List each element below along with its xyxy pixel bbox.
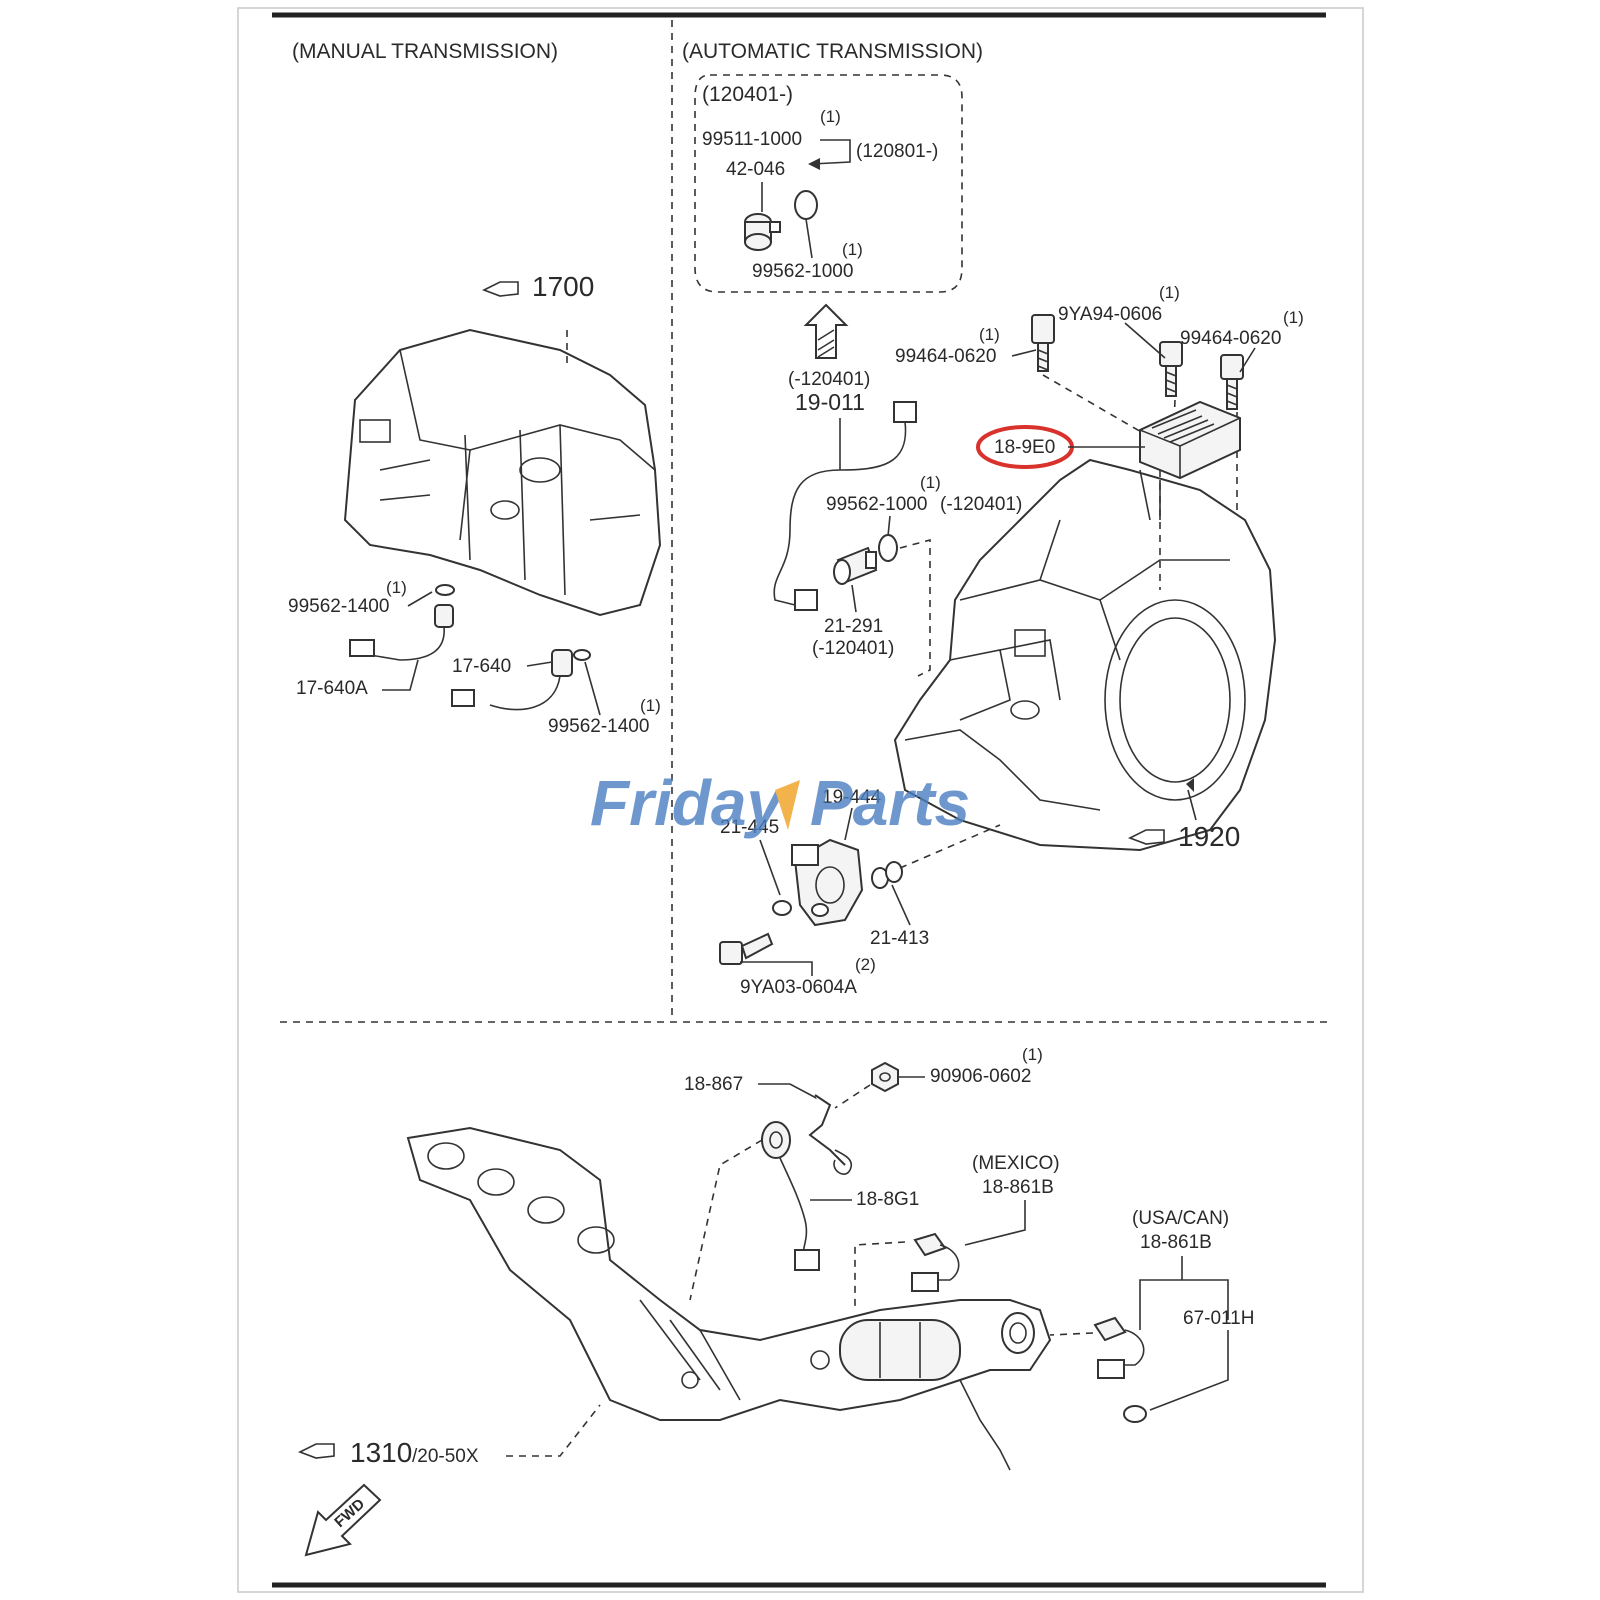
- label-99511-1000: 99511-1000: [702, 129, 802, 150]
- ref-1310: 1310 /20-50X: [298, 1437, 479, 1468]
- bolt-99464-0620-right: [1220, 354, 1244, 410]
- label-m120401-a: (-120401): [788, 369, 870, 390]
- pointing-hand-icon: [482, 281, 519, 297]
- label-qty: (1): [640, 696, 661, 715]
- gasket-67-011h: [1123, 1405, 1147, 1423]
- washer-99562-1000: [878, 534, 898, 562]
- fwd-arrow-icon: FWD: [304, 1483, 382, 1557]
- harness-19-011: [773, 401, 917, 611]
- label-qty: (1): [820, 107, 841, 126]
- label-19-444: 19-444: [822, 787, 882, 808]
- ref-label-1920: 1920: [1178, 821, 1240, 852]
- pointing-hand-icon: [298, 1443, 335, 1459]
- pressure-sensor-21-291: [833, 546, 878, 585]
- section-title-manual: (MANUAL TRANSMISSION): [292, 40, 558, 63]
- sensor-17-640a: [349, 604, 454, 661]
- drain-plug-42-046: [744, 213, 781, 251]
- sensor-17-640: [451, 649, 591, 711]
- label-9ya94-0606: 9YA94-0606: [1058, 304, 1162, 325]
- watermark: Friday Parts: [590, 767, 970, 839]
- label-m120401-c: (-120401): [812, 638, 894, 659]
- label-qty: (2): [855, 955, 876, 974]
- label-19-011: 19-011: [795, 389, 865, 415]
- manual-transmission-assembly: [343, 328, 662, 617]
- watermark-parts: Parts: [810, 767, 970, 839]
- label-42-046: 42-046: [726, 159, 785, 180]
- label-qty: (1): [842, 240, 863, 259]
- bolt-9ya94-0606: [1159, 341, 1183, 397]
- label-18-8g1: 18-8G1: [856, 1189, 919, 1210]
- inset-box: (120401-) (1) 99511-1000 (120801-) 42-04…: [694, 74, 963, 293]
- nut-90906-0602: [871, 1061, 899, 1093]
- bolt-9ya03-0604a: [719, 932, 774, 965]
- sensor-18-8g1: [761, 1121, 820, 1271]
- label-qty: (1): [1159, 283, 1180, 302]
- tr-switch-19-444: [791, 838, 864, 927]
- label-18-867: 18-867: [684, 1074, 743, 1095]
- automatic-transmission-assembly: [893, 458, 1277, 852]
- ref-label-1310: 1310: [350, 1437, 412, 1468]
- label-9ya03-0604a: 9YA03-0604A: [740, 977, 857, 998]
- o2-sensor-usa-can: [1093, 1316, 1145, 1379]
- washer-21-445: [772, 900, 792, 916]
- label-21-413: 21-413: [870, 928, 929, 949]
- label-qty: (1): [920, 473, 941, 492]
- label-usa-can: (USA/CAN): [1132, 1208, 1229, 1229]
- ref-1700: 1700: [482, 271, 594, 302]
- section-title-automatic: (AUTOMATIC TRANSMISSION): [682, 40, 983, 63]
- label-qty: (1): [979, 325, 1000, 344]
- label-90906-0602: 90906-0602: [930, 1066, 1031, 1087]
- label-99562-1400-a: 99562-1400: [288, 596, 389, 617]
- page-frame: [237, 7, 1364, 1593]
- washer-99562-1000: [794, 190, 818, 220]
- label-18-9e0: 18-9E0: [994, 437, 1055, 458]
- o-rings-21-413: [871, 861, 903, 889]
- label-17-640: 17-640: [452, 656, 511, 677]
- label-qty: (1): [386, 578, 407, 597]
- label-99562-1000: 99562-1000: [752, 261, 853, 282]
- label-18-861b-usa-can: 18-861B: [1140, 1232, 1212, 1253]
- label-120801: (120801-): [856, 141, 938, 162]
- tcm-module-18-9e0: [1139, 400, 1241, 480]
- label-67-011h: 67-011H: [1183, 1308, 1254, 1329]
- exhaust-manifold-assembly: [406, 1126, 1052, 1471]
- ref-1920: 1920: [1128, 821, 1240, 852]
- ref-label-1700: 1700: [532, 271, 594, 302]
- bolt-99464-0620-left: [1031, 314, 1055, 372]
- label-qty: (1): [1022, 1045, 1043, 1064]
- o2-sensor-mexico: [911, 1232, 960, 1292]
- label-17-640a: 17-640A: [296, 678, 368, 699]
- label-mexico: (MEXICO): [972, 1153, 1060, 1174]
- label-21-445: 21-445: [720, 817, 779, 838]
- label-18-861b-mexico: 18-861B: [982, 1177, 1054, 1198]
- label-21-291: 21-291: [824, 616, 883, 637]
- label-m120401-b: (-120401): [940, 494, 1022, 515]
- sensor-18-867: [808, 1094, 853, 1175]
- label-99562-1400-b: 99562-1400: [548, 716, 649, 737]
- pointing-hand-icon: [1128, 829, 1165, 845]
- watermark-friday: Friday: [590, 767, 785, 839]
- up-arrow-icon: [803, 303, 849, 359]
- inset-title: (120401-): [702, 83, 793, 106]
- ref-label-20-50x: /20-50X: [412, 1446, 479, 1467]
- label-99464-0620-right: 99464-0620: [1180, 328, 1281, 349]
- label-qty: (1): [1283, 308, 1304, 327]
- label-99562-1000: 99562-1000: [826, 494, 927, 515]
- watermark-swoosh-icon: [775, 780, 800, 830]
- label-99464-0620-left: 99464-0620: [895, 346, 996, 367]
